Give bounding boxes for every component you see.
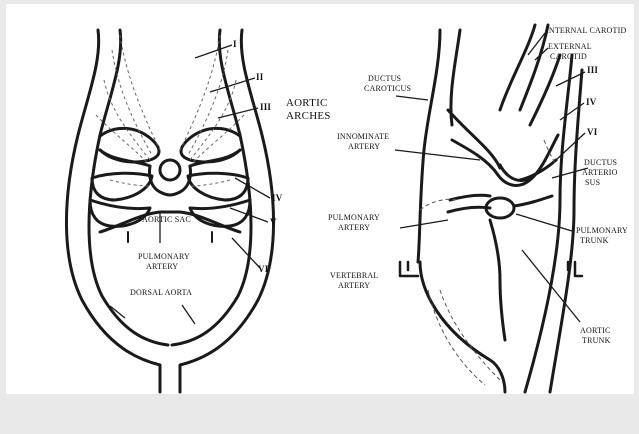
pulmonary-trunk-label-line1: PULMONARY [576,226,628,235]
aortic-trunk-label-line1: AORTIC [580,326,611,335]
innominate-artery-label-line1: INNOMINATE [337,132,389,141]
left-pulmonary-artery-label-line2: ARTERY [146,262,178,271]
aortic-sac-label: AORTIC SAC [142,215,191,224]
vertebral-artery-label-line1: VERTEBRAL [330,271,378,280]
pulmonary-trunk-label-line2: TRUNK [580,236,609,245]
right-arch-iv-label: IV [586,98,596,107]
vertebral-artery-label-line2: ARTERY [338,281,370,290]
arch-ii-label: II [256,73,263,82]
dorsal-aorta-label: DORSAL AORTA [130,288,192,297]
ductus-caroticus-label-line2: CAROTICUS [364,84,411,93]
ductus-arteriosus-label-line3: SUS [585,178,600,187]
aortic-trunk-label-line2: TRUNK [582,336,611,345]
left-pulmonary-artery-label-line1: PULMONARY [138,252,190,261]
right-pulmonary-artery-label-line2: ARTERY [338,223,370,232]
aortic-arches-title-line2: ARCHES [286,110,331,122]
arch-vi-label: VI [258,265,268,274]
right-arch-iii-label: III [587,66,598,75]
external-carotid-label-line2: CAROTID [550,52,587,61]
ductus-arteriosus-label-line2: ARTERIO [582,168,618,177]
internal-carotid-label: INTERNAL CAROTID [546,26,626,35]
aortic-arches-title-line1: AORTIC [286,97,327,109]
innominate-artery-label-line2: ARTERY [348,142,380,151]
ductus-caroticus-label-line1: DUCTUS [368,74,401,83]
external-carotid-label-line1: EXTERNAL [548,42,592,51]
ductus-arteriosus-label-line1: DUCTUS [584,158,617,167]
arch-v-label: V [270,218,277,227]
arch-iii-label: III [260,103,271,112]
arch-iv-label: IV [272,194,282,203]
right-arch-vi-label: VI [587,128,597,137]
arch-i-label: I [233,40,237,49]
right-pulmonary-artery-label-line1: PULMONARY [328,213,380,222]
